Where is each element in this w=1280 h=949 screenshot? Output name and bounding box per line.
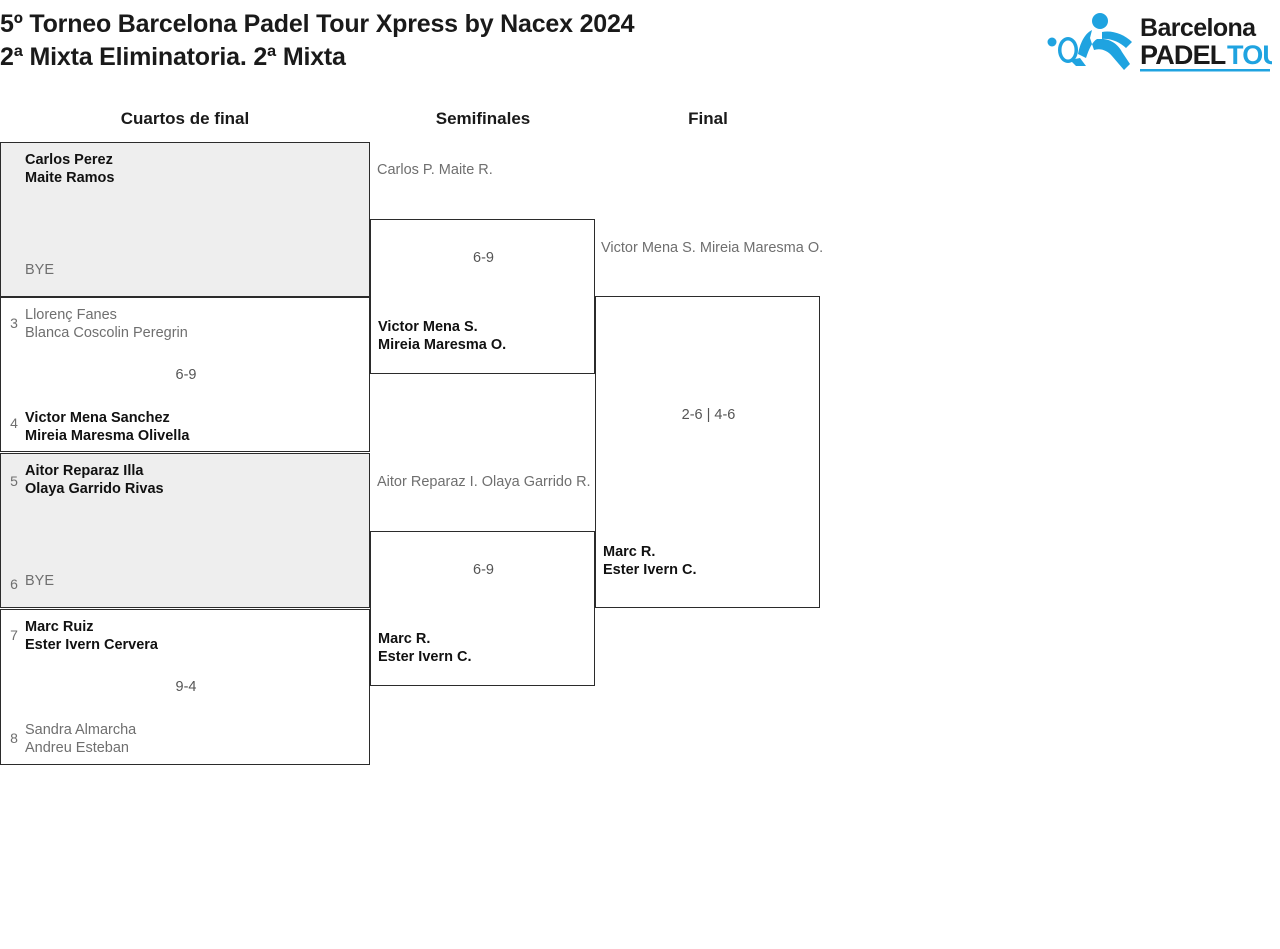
player-name: Olaya Garrido Rivas <box>25 481 164 497</box>
player-name: Ester Ivern C. <box>603 562 697 578</box>
player-name: Maite R. <box>438 162 493 178</box>
tournament-title: 5º Torneo Barcelona Padel Tour Xpress by… <box>0 10 635 38</box>
match-box-semifinal-1[interactable]: 6-9 Victor Mena S. Mireia Maresma O. <box>370 219 595 374</box>
match-score: 2-6 | 4-6 <box>681 407 736 423</box>
match-score: 6-9 <box>473 562 494 578</box>
team-bottom: Sandra Almarcha Andreu Esteban <box>25 721 136 757</box>
padel-player-icon <box>1047 13 1132 70</box>
seed-number: 5 <box>10 473 18 489</box>
semifinal-1-team-top: Carlos P. Maite R. <box>377 161 493 179</box>
player-name: Marc R. <box>603 544 656 560</box>
match-box-quarterfinal-3[interactable]: 5 Aitor Reparaz Illa Olaya Garrido Rivas… <box>0 453 370 608</box>
team-bottom: Victor Mena S. Mireia Maresma O. <box>378 318 506 354</box>
player-name: Aitor Reparaz I. <box>377 474 478 490</box>
match-box-quarterfinal-4[interactable]: 7 Marc Ruiz Ester Ivern Cervera 9-4 8 Sa… <box>0 609 370 765</box>
player-name: Maite Ramos <box>25 170 115 186</box>
tournament-subtitle: 2ª Mixta Eliminatoria. 2ª Mixta <box>0 43 346 71</box>
player-name: Marc R. <box>378 631 431 647</box>
player-name: Ester Ivern Cervera <box>25 637 158 653</box>
player-name: BYE <box>25 573 55 589</box>
player-name: Mireia Maresma Olivella <box>25 428 190 444</box>
player-name: Ester Ivern C. <box>378 649 472 665</box>
player-name: BYE <box>25 262 55 278</box>
match-score: 9-4 <box>175 679 197 695</box>
match-box-final[interactable]: 2-6 | 4-6 Marc R. Ester Ivern C. <box>595 296 820 608</box>
player-name: Blanca Coscolin Peregrin <box>25 325 188 341</box>
player-name: Aitor Reparaz Illa <box>25 463 144 479</box>
round-header-quarterfinals: Cuartos de final <box>120 109 250 128</box>
seed-number: 8 <box>10 730 18 746</box>
player-name: Marc Ruiz <box>25 619 94 635</box>
team-bottom: Marc R. Ester Ivern C. <box>603 543 697 579</box>
round-header-final: Final <box>688 109 728 128</box>
match-box-semifinal-2[interactable]: 6-9 Marc R. Ester Ivern C. <box>370 531 595 686</box>
team-top: Carlos Perez Maite Ramos <box>25 151 114 187</box>
seed-number: 3 <box>10 315 18 331</box>
seed-number: 6 <box>10 576 18 592</box>
match-score: 6-9 <box>175 367 197 383</box>
team-top: Aitor Reparaz Illa Olaya Garrido Rivas <box>25 462 164 498</box>
team-bottom: Marc R. Ester Ivern C. <box>378 630 472 666</box>
logo-word-barcelona: Barcelona <box>1140 14 1257 42</box>
player-name: Mireia Maresma O. <box>378 337 507 353</box>
player-name: Sandra Almarcha <box>25 722 137 738</box>
team-top: Marc Ruiz Ester Ivern Cervera <box>25 618 158 654</box>
logo-word-tour: TOUR <box>1227 40 1272 70</box>
match-score: 6-9 <box>473 250 494 266</box>
logo-underline <box>1140 69 1270 72</box>
semifinal-2-team-top: Aitor Reparaz I. Olaya Garrido R. <box>377 473 591 491</box>
player-name: Carlos P. <box>377 162 435 178</box>
player-name: Mireia Maresma O. <box>699 240 824 256</box>
logo-word-padel: PADEL <box>1140 40 1226 70</box>
player-name: Victor Mena S. <box>601 240 696 256</box>
page-title: 5º Torneo Barcelona Padel Tour Xpress by… <box>0 8 1000 74</box>
match-box-quarterfinal-1[interactable]: 1 Carlos Perez Maite Ramos 2 BYE <box>0 142 370 420</box>
player-name: Llorenç Fanes <box>25 307 117 323</box>
seed-number: 7 <box>10 627 18 643</box>
player-name: Andreu Esteban <box>25 740 129 756</box>
team-bottom: Victor Mena Sanchez Mireia Maresma Olive… <box>25 409 189 445</box>
round-header-semifinals: Semifinales <box>435 109 531 128</box>
team-bottom: BYE <box>25 572 54 590</box>
match-box-quarterfinal-2[interactable]: 3 Llorenç Fanes Blanca Coscolin Peregrin… <box>0 297 370 452</box>
player-name: Victor Mena Sanchez <box>25 410 170 426</box>
player-name: Olaya Garrido R. <box>481 474 591 490</box>
barcelona-padel-tour-logo: Barcelona PADEL TOUR <box>1040 8 1272 74</box>
player-name: Victor Mena S. <box>378 319 478 335</box>
team-top: Llorenç Fanes Blanca Coscolin Peregrin <box>25 306 188 342</box>
team-bottom: BYE <box>25 261 54 279</box>
seed-number: 4 <box>10 415 18 431</box>
final-team-top: Victor Mena S. Mireia Maresma O. <box>601 239 823 257</box>
player-name: Carlos Perez <box>25 152 113 168</box>
